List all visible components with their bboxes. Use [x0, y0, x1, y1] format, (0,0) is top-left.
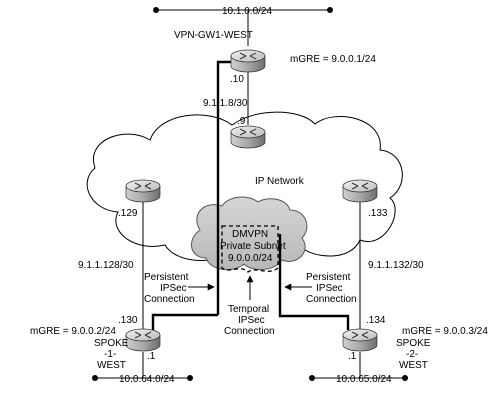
hub-name-label: VPN-GW1-WEST — [174, 30, 253, 41]
persistent-left-line1: Persistent — [144, 272, 189, 283]
spoke2-wan-addr-label: .134 — [366, 315, 386, 326]
persistent-left-line2: IPSec — [160, 283, 187, 294]
spoke2-lan-endpoint-left — [309, 375, 315, 381]
temporal-line3: Connection — [224, 326, 275, 337]
spoke1-subnet-label: 10.0.64.0/24 — [119, 374, 175, 385]
spoke1-lan-endpoint-right — [187, 375, 193, 381]
core-addr-label: .9 — [237, 116, 246, 127]
right-link-label: 9.1.1.132/30 — [368, 260, 424, 271]
top-subnet-label: 10.1.0.0/24 — [222, 6, 272, 17]
spoke2-subnet-label: 10.0.65.0/24 — [336, 374, 392, 385]
dmvpn-label-line2: Private Subnet — [220, 241, 286, 252]
temporal-line1: Temporal — [228, 304, 269, 315]
dmvpn-label-line1: DMVPN — [232, 229, 268, 240]
spoke2-name-line1: SPOKE — [396, 338, 431, 349]
ip-network-cloud — [86, 111, 403, 261]
top-lan-endpoint-left — [153, 7, 159, 13]
persistent-tunnel-spoke2 — [278, 234, 350, 330]
dmvpn-label-line3: 9.0.0.0/24 — [228, 253, 273, 264]
spoke2-name-line3: WEST — [399, 360, 428, 371]
spoke1-name-line3: WEST — [97, 360, 126, 371]
right-edge-router-icon — [342, 179, 378, 203]
core-router-icon — [230, 125, 266, 149]
spoke2-router-icon — [342, 328, 378, 352]
spoke1-lan-endpoint-left — [92, 375, 98, 381]
spoke2-name-line2: -2- — [406, 349, 418, 360]
temporal-tunnel — [221, 225, 279, 273]
persistent-right-line2: IPSec — [316, 283, 343, 294]
spoke2-lan-addr-label: .1 — [348, 351, 357, 362]
left-edge-router-icon — [125, 179, 161, 203]
hub-router-icon — [230, 49, 266, 73]
persistent-tunnel-spoke1 — [151, 313, 218, 330]
persistent-right-line1: Persistent — [306, 272, 351, 283]
persistent-tunnel-hub — [216, 60, 232, 315]
spoke2-mgre-label: mGRE = 9.0.0.3/24 — [402, 326, 488, 337]
dmvpn-cloud — [191, 196, 308, 271]
right-router-addr-label: .133 — [368, 208, 388, 219]
spoke1-name-line2: -1- — [104, 349, 116, 360]
ip-network-label: IP Network — [255, 176, 305, 187]
persistent-right-line3: Connection — [306, 294, 357, 305]
spoke1-router-icon — [125, 328, 161, 352]
persistent-left-line3: Connection — [144, 294, 195, 305]
hub-addr-label: .10 — [230, 74, 244, 85]
spoke1-lan-addr-label: .1 — [147, 351, 156, 362]
left-router-addr-label: .129 — [118, 208, 138, 219]
temporal-line2: IPSec — [238, 315, 265, 326]
hub-mgre-label: mGRE = 9.0.0.1/24 — [290, 54, 376, 65]
spoke2-lan-endpoint-right — [402, 375, 408, 381]
left-link-label: 9.1.1.128/30 — [78, 260, 134, 271]
top-lan-endpoint-right — [327, 7, 333, 13]
spoke1-name-line1: SPOKE — [94, 338, 129, 349]
spoke1-wan-addr-label: .130 — [118, 315, 138, 326]
hub-link-label: 9.1.1.8/30 — [203, 98, 248, 109]
spoke1-mgre-label: mGRE = 9.0.0.2/24 — [30, 326, 116, 337]
